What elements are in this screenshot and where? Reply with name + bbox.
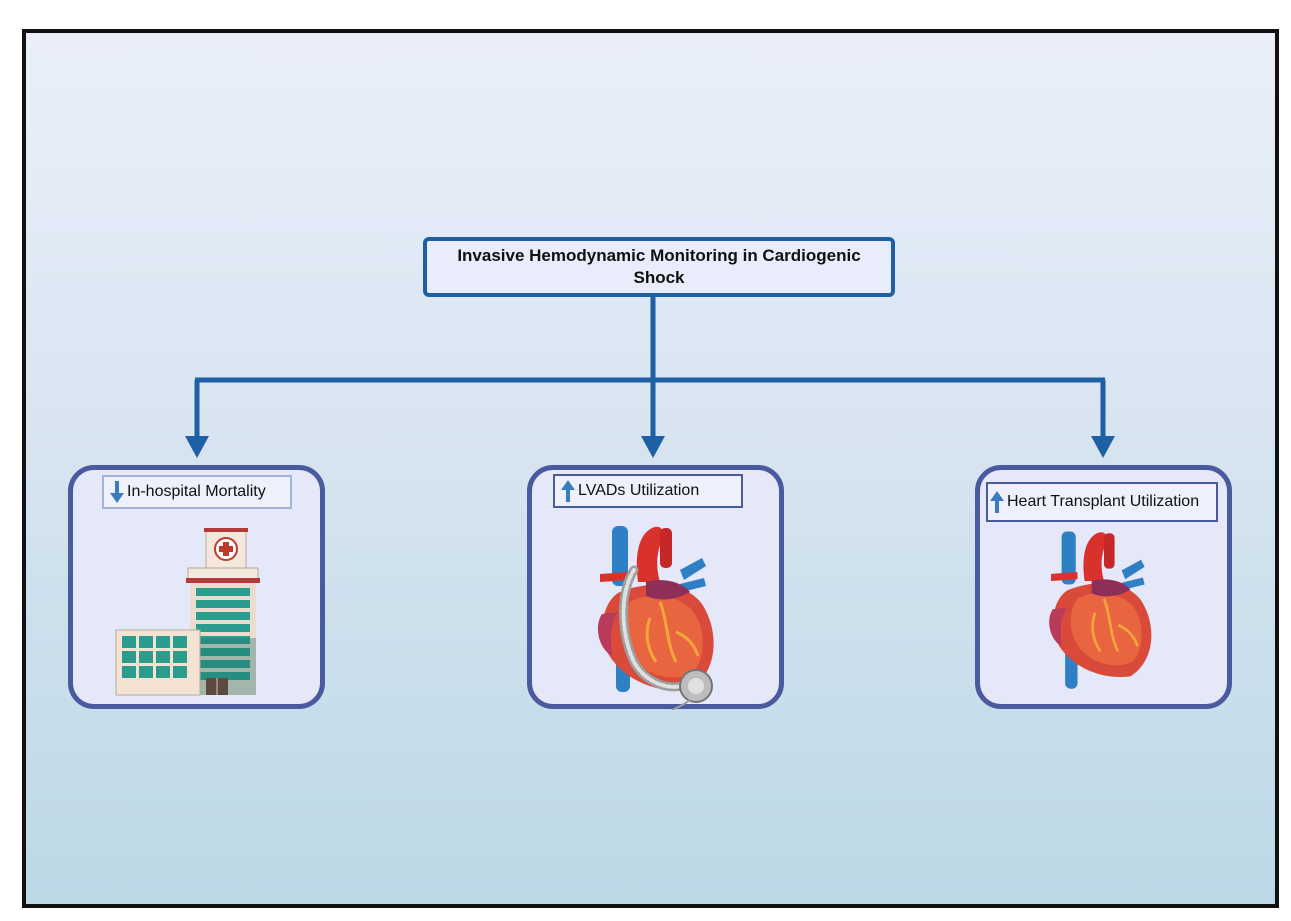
outcome-label-text: Heart Transplant Utilization [1007, 493, 1200, 510]
outcome-label-lvad: LVADs Utilization [553, 474, 743, 508]
heart-with-lvad-icon [597, 526, 714, 710]
hospital-building-icon [115, 528, 260, 696]
arrow-up-icon [990, 491, 1004, 513]
arrowhead-left-icon [185, 436, 209, 458]
outcome-label-text: In-hospital Mortality [127, 483, 266, 500]
arrow-up-icon [561, 480, 575, 502]
heart-icon [1049, 531, 1152, 689]
arrow-down-icon [110, 481, 124, 503]
outcome-label-mortality: In-hospital Mortality [102, 475, 292, 509]
outcome-label-text: LVADs Utilization [578, 482, 700, 499]
diagram-title: Invasive Hemodynamic Monitoring in Cardi… [457, 246, 861, 287]
outcome-label-transplant: Heart Transplant Utilization [986, 482, 1218, 522]
arrowhead-right-icon [1091, 436, 1115, 458]
diagram-title-box: Invasive Hemodynamic Monitoring in Cardi… [423, 237, 895, 297]
arrowhead-center-icon [641, 436, 665, 458]
